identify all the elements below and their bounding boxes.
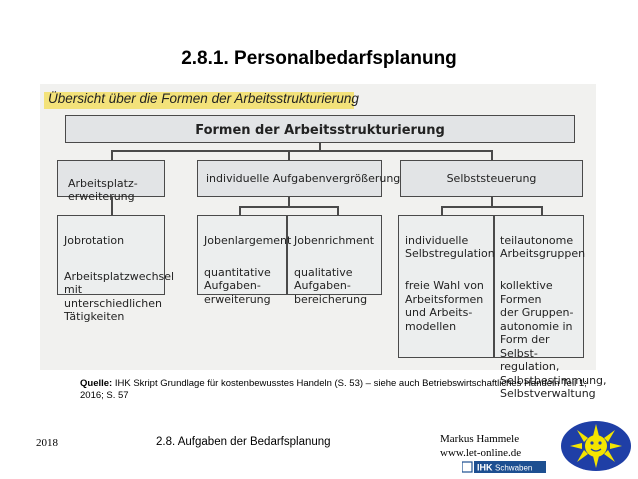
leaf-title: Jobrotation — [64, 233, 125, 247]
connector — [111, 197, 113, 215]
connector — [239, 206, 337, 208]
root-box: Formen der Arbeitsstrukturierung — [65, 115, 575, 143]
connector — [288, 150, 290, 160]
ihk-logo-text: IHK — [477, 463, 493, 473]
connector — [239, 206, 241, 215]
source-caption: Quelle: IHK Skript Grundlage für kostenb… — [80, 378, 600, 402]
connector — [541, 206, 543, 215]
category-selbststeuerung: Selbststeuerung — [400, 160, 583, 197]
leaf-body: qualitative Aufgaben- bereicherung — [294, 265, 368, 306]
category-arbeitsplatzerweiterung: Arbeitsplatz- erweiterung — [57, 160, 165, 203]
footer-author-block: Markus Hammele www.let-online.de — [440, 432, 521, 460]
figure-heading: Übersicht über die Formen der Arbeitsstr… — [48, 91, 359, 106]
category-label: individuelle Aufgabenvergrößerung — [206, 172, 401, 185]
connector — [319, 143, 321, 151]
leaf-body: kollektive Formen der Gruppen- autonomie… — [500, 279, 607, 400]
divider — [493, 216, 495, 357]
connector — [337, 206, 339, 215]
footer-year: 2018 — [36, 437, 58, 449]
footer-website[interactable]: www.let-online.de — [440, 447, 522, 459]
leaf-individuelle-selbstregulation: individuelle Selbstregulation freie Wahl… — [399, 216, 495, 351]
leaf-teilautonome-arbeitsgruppen: teilautonome Arbeitsgruppen kollektive F… — [495, 216, 607, 418]
category-aufgabenvergroesserung: individuelle Aufgabenvergrößerung — [197, 160, 400, 197]
category-label: Arbeitsplatz- erweiterung — [68, 177, 138, 203]
leaf-title: Jobenlargement — [204, 233, 292, 247]
sun-logo — [561, 421, 631, 471]
ihk-logo-bar — [474, 461, 546, 473]
leaf-title: teilautonome Arbeitsgruppen — [500, 233, 586, 261]
connector — [288, 197, 290, 207]
connector — [441, 206, 443, 215]
slide-title: 2.8.1. Personalbedarfsplanung — [181, 48, 457, 69]
leaf-jobenrichment: Jobenrichment qualitative Aufgaben- bere… — [288, 216, 380, 324]
connector — [491, 150, 493, 160]
footer-author: Markus Hammele — [440, 433, 520, 445]
root-label: Formen der Arbeitsstrukturierung — [195, 123, 445, 138]
sun-smile — [590, 448, 602, 452]
ihk-logo-mark — [462, 461, 473, 473]
leaf-jobenlargement: Jobenlargement quantitative Aufgaben- er… — [198, 216, 292, 324]
leaf-body: Arbeitsplatzwechsel mit unterschiedliche… — [64, 269, 175, 324]
caption-label: Quelle: — [80, 378, 113, 389]
leaf-body: freie Wahl von Arbeitsformen und Arbeits… — [405, 279, 484, 333]
leaf-group-selbststeuerung: individuelle Selbstregulation freie Wahl… — [398, 215, 607, 400]
ihk-logo-region: Schwaben — [495, 464, 532, 473]
sun-eye — [598, 441, 602, 445]
leaf-body: quantitative Aufgaben- erweiterung — [204, 265, 271, 306]
connector — [441, 206, 541, 208]
ihk-logo: IHK Schwaben — [462, 461, 546, 473]
leaf-group-aufgabenvergroesserung: Jobenlargement quantitative Aufgaben- er… — [197, 215, 382, 306]
leaf-title: Jobenrichment — [294, 233, 375, 247]
caption-text: IHK Skript Grundlage für kostenbewusstes… — [80, 378, 587, 401]
sun-rays — [570, 424, 622, 468]
divider — [286, 216, 288, 294]
connector — [111, 150, 491, 152]
category-label: Selbststeuerung — [446, 172, 537, 185]
connector — [111, 150, 113, 160]
figure-heading-highlight — [44, 92, 354, 109]
sun-eye — [590, 441, 594, 445]
leaf-title: individuelle Selbstregulation — [405, 233, 495, 261]
footer-section: 2.8. Aufgaben der Bedarfsplanung — [156, 436, 331, 448]
leaf-jobrotation: Jobrotation Arbeitsplatzwechsel mit unte… — [57, 215, 174, 323]
sun-face — [585, 435, 607, 457]
connector — [491, 197, 493, 207]
